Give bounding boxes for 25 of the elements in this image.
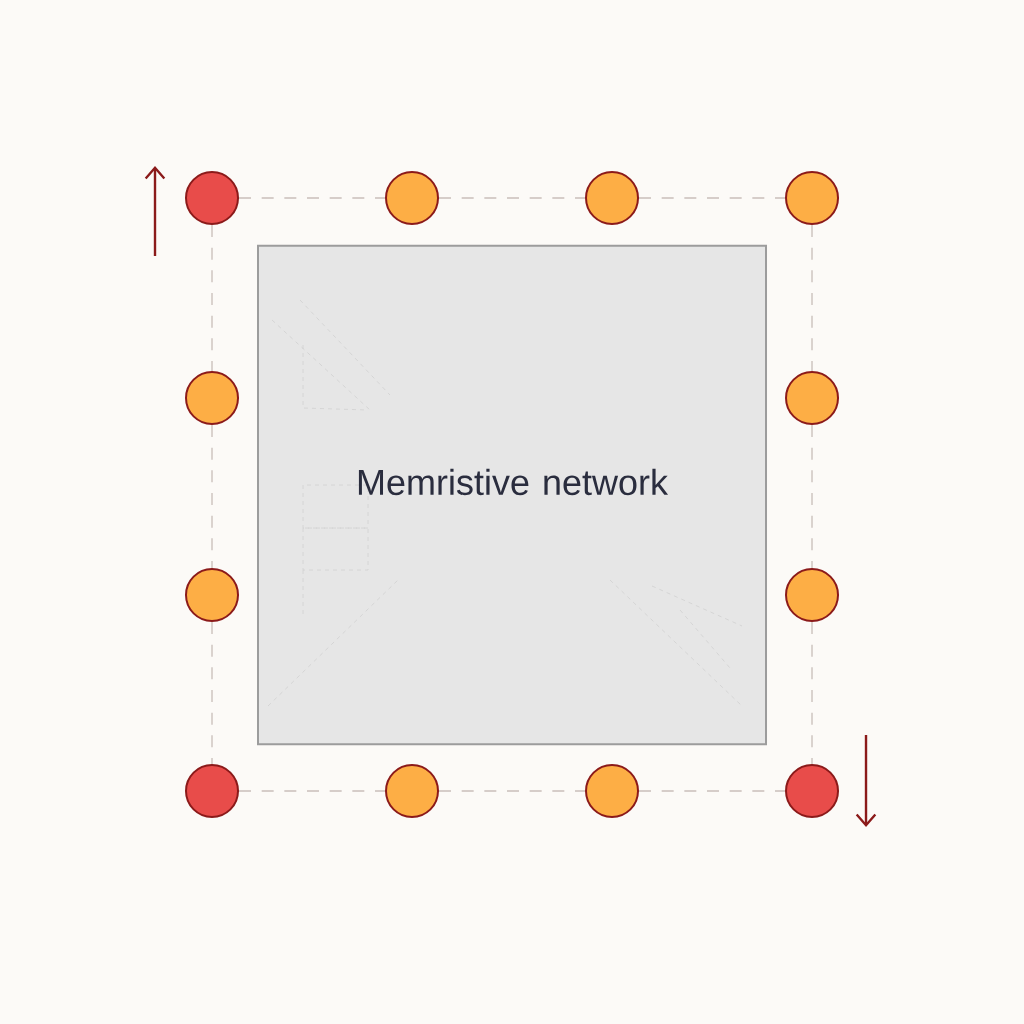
connector-line (238, 790, 386, 792)
terminal-circle (185, 171, 239, 225)
connector-line (638, 197, 786, 199)
connector-line (238, 197, 386, 199)
terminal-circle (585, 171, 639, 225)
connector-line (211, 621, 213, 765)
connector-line (211, 224, 213, 372)
connector-line (438, 790, 586, 792)
terminal-circle (785, 764, 839, 818)
connector-line (438, 197, 586, 199)
terminal-circle (385, 764, 439, 818)
connector-line (811, 621, 813, 765)
terminal-circle (785, 171, 839, 225)
network-box: Memristive network (257, 244, 767, 746)
terminal-circle (385, 171, 439, 225)
terminal-circle (785, 371, 839, 425)
connector-line (638, 790, 786, 792)
connector-line (211, 424, 213, 569)
terminal-circle (185, 764, 239, 818)
terminal-circle (185, 568, 239, 622)
connector-line (811, 424, 813, 569)
terminal-circle (585, 764, 639, 818)
terminal-circle (185, 371, 239, 425)
connector-line (811, 224, 813, 372)
terminal-circle (785, 568, 839, 622)
